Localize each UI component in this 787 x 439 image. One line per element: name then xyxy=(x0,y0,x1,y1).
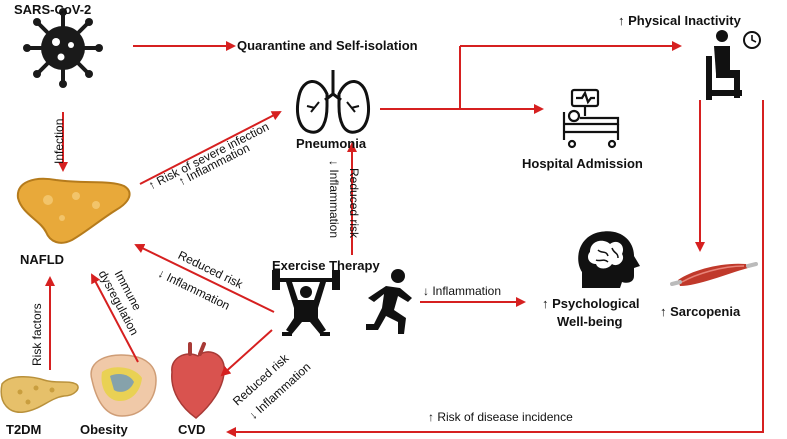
sarcopenia-label: ↑ Sarcopenia xyxy=(660,304,741,319)
physical-inactivity-label: ↑ Physical Inactivity xyxy=(618,13,741,28)
heart-icon xyxy=(171,342,225,419)
t2dm-label: T2DM xyxy=(6,422,42,437)
sars-label: SARS-CoV-2 xyxy=(14,2,92,17)
hospital-label: Hospital Admission xyxy=(522,156,643,171)
hospital-bed-icon xyxy=(562,88,620,149)
lungs-icon xyxy=(296,70,370,134)
reduced-risk-pneumonia-edge-label: Reduced risk xyxy=(347,168,361,239)
pneumonia-label: Pneumonia xyxy=(296,136,367,151)
inflammation-down-pneumonia-edge-label: ↓ Inflammation xyxy=(327,160,341,239)
arrow-exercise-to-nafld xyxy=(134,243,275,313)
inflammation-down-psych-edge-label: ↓ Inflammation xyxy=(423,284,502,298)
sitting-person-icon xyxy=(706,30,742,100)
head-brain-icon xyxy=(578,231,640,288)
weightlifter-icon xyxy=(272,270,340,336)
quarantine-label: Quarantine and Self-isolation xyxy=(237,38,418,53)
arrow-pneumonia-to-hospital xyxy=(380,46,542,109)
arrows xyxy=(45,41,764,437)
muscle-icon xyxy=(670,262,758,286)
runner-icon xyxy=(366,269,412,334)
cvd-label: CVD xyxy=(178,422,206,437)
obesity-body-icon xyxy=(90,354,157,417)
disease-incidence-edge-label: ↑ Risk of disease incidence xyxy=(428,410,573,424)
arrow-obesity-to-nafld xyxy=(91,273,139,363)
arrow-inactivity-to-cvd xyxy=(226,100,764,437)
exercise-label: Exercise Therapy xyxy=(272,258,380,273)
psych-label-line1: ↑ Psychological xyxy=(542,296,640,311)
arrow-nafld-to-pneumonia xyxy=(139,111,282,185)
infection-edge-label: Infection xyxy=(52,118,66,164)
obesity-label: Obesity xyxy=(80,422,128,437)
liver-icon xyxy=(16,177,131,244)
pancreas-icon xyxy=(0,376,79,413)
psych-label-line2: Well-being xyxy=(557,314,623,329)
arrow-exercise-to-cvd xyxy=(220,329,273,377)
clock-icon xyxy=(743,31,761,49)
nafld-label: NAFLD xyxy=(20,252,65,267)
virus-icon xyxy=(23,8,103,88)
risk-factors-edge-label: Risk factors xyxy=(30,303,44,366)
